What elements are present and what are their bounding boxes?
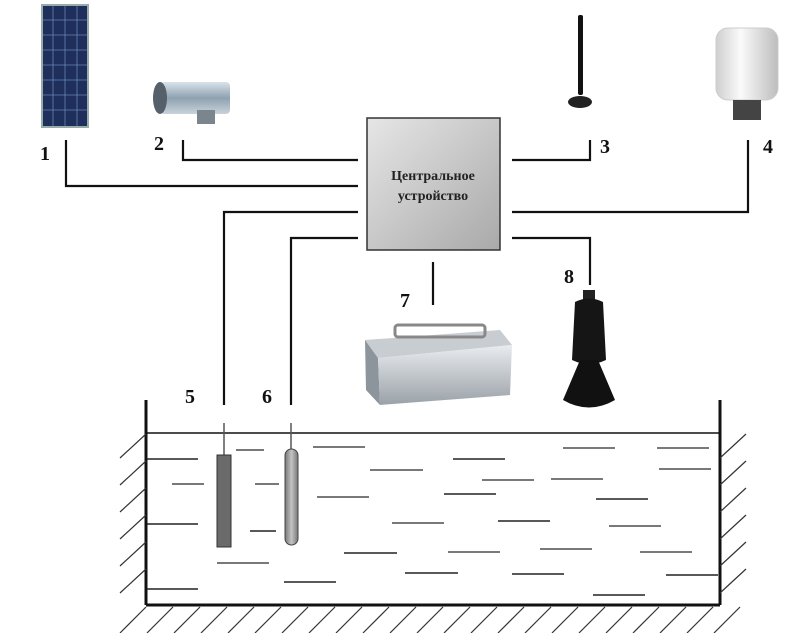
- central-device: Центральное устройство: [366, 117, 501, 251]
- label-1: 1: [40, 143, 50, 165]
- battery-icon: [365, 323, 512, 405]
- label-7: 7: [400, 290, 410, 312]
- label-5: 5: [185, 386, 195, 408]
- submerged-probe-5-icon: [216, 423, 232, 548]
- connection-wires: [64, 140, 750, 405]
- label-4: 4: [763, 136, 773, 158]
- water-tank: [119, 400, 747, 633]
- submerged-probe-6-icon: [284, 423, 299, 546]
- label-8: 8: [564, 266, 574, 288]
- label-3: 3: [600, 136, 610, 158]
- water-ripples: [147, 446, 718, 596]
- camera-icon: [153, 82, 230, 124]
- antenna-icon: [568, 15, 592, 108]
- central-device-title-line2: устройство: [398, 189, 468, 204]
- label-6: 6: [262, 386, 272, 408]
- weather-sensor-icon: [715, 27, 779, 120]
- radar-level-sensor-icon: [563, 290, 615, 408]
- central-device-title-line1: Центральное: [391, 169, 475, 184]
- label-2: 2: [154, 133, 164, 155]
- solar-panel-icon: [41, 4, 89, 128]
